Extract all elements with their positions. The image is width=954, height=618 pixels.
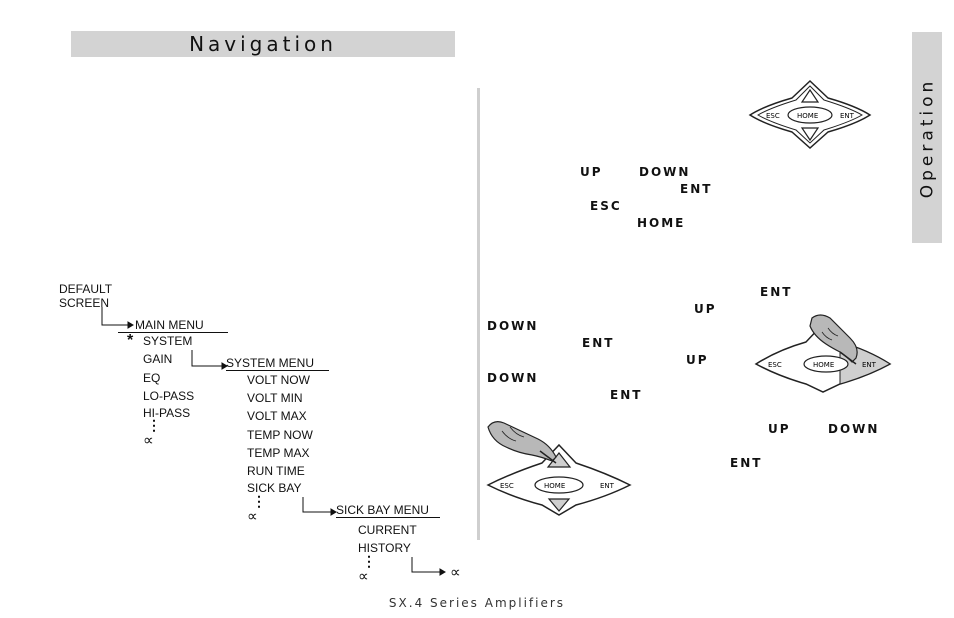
system-menu-infinity: ∝ bbox=[247, 508, 258, 525]
main-item-lo-pass: LO-PASS bbox=[143, 389, 195, 403]
main-item-gain: GAIN bbox=[143, 352, 173, 366]
keypad-diagram-ent: ESC HOME ENT bbox=[754, 314, 892, 393]
system-item-volt-now: VOLT NOW bbox=[247, 373, 310, 387]
page-footer: SX.4 Series Amplifiers bbox=[388, 596, 566, 610]
main-menu-infinity: ∝ bbox=[143, 432, 154, 449]
kw-down-1: DOWN bbox=[639, 165, 691, 179]
keypad-top-ent-label: ENT bbox=[840, 112, 855, 120]
keypad-ent-home-label: HOME bbox=[813, 361, 834, 369]
system-item-run-time: RUN TIME bbox=[247, 464, 305, 478]
system-menu-heading: SYSTEM MENU bbox=[226, 356, 329, 371]
system-item-sick-bay: SICK BAY bbox=[247, 481, 302, 495]
side-tab bbox=[912, 32, 942, 243]
kw-ent-2a: ENT bbox=[760, 285, 793, 299]
keypad-ent-ent-label: ENT bbox=[862, 361, 877, 369]
header-bar bbox=[71, 31, 455, 57]
kw-esc-1: ESC bbox=[590, 199, 622, 213]
sick-bay-menu-infinity: ∝ bbox=[358, 568, 369, 585]
sick-bay-item-history: HISTORY bbox=[358, 541, 411, 555]
main-menu-more: ⋮ bbox=[147, 417, 161, 433]
kw-down-3: DOWN bbox=[828, 422, 880, 436]
kw-up-3: UP bbox=[768, 422, 791, 436]
page-title: Navigation bbox=[189, 32, 337, 56]
column-divider bbox=[477, 88, 480, 540]
keypad-diagram-up: ESC HOME ENT bbox=[486, 421, 632, 516]
keypad-up-ent-label: ENT bbox=[600, 482, 615, 490]
current-selection-marker: * bbox=[127, 332, 134, 349]
kw-down-2b: DOWN bbox=[487, 371, 539, 385]
kw-up-1: UP bbox=[580, 165, 603, 179]
pointing-hand-icon bbox=[809, 314, 858, 365]
kw-down-2a: DOWN bbox=[487, 319, 539, 333]
pointing-hand-icon bbox=[487, 421, 557, 464]
main-item-hi-pass: HI-PASS bbox=[143, 406, 191, 420]
keypad-ent-esc-label: ESC bbox=[768, 361, 782, 369]
system-menu-more: ⋮ bbox=[252, 493, 266, 509]
system-item-volt-max: VOLT MAX bbox=[247, 409, 307, 423]
keypad-top-home-label: HOME bbox=[797, 112, 818, 120]
system-item-volt-min: VOLT MIN bbox=[247, 391, 303, 405]
system-item-temp-now: TEMP NOW bbox=[247, 428, 313, 442]
keypad-diagram-top: ESC HOME ENT bbox=[748, 79, 872, 150]
default-screen-label: DEFAULT SCREEN bbox=[59, 282, 113, 310]
sick-bay-menu-heading: SICK BAY MENU bbox=[336, 503, 440, 518]
keypad-top-esc-label: ESC bbox=[766, 112, 780, 120]
kw-ent-2b: ENT bbox=[582, 336, 615, 350]
kw-up-2b: UP bbox=[686, 353, 709, 367]
kw-ent-2c: ENT bbox=[610, 388, 643, 402]
main-menu-heading: MAIN MENU bbox=[118, 318, 228, 333]
keypad-up-esc-label: ESC bbox=[500, 482, 514, 490]
keypad-up-home-label: HOME bbox=[544, 482, 565, 490]
sick-bay-item-current: CURRENT bbox=[358, 523, 417, 537]
history-infinity: ∝ bbox=[450, 564, 461, 581]
kw-ent-1: ENT bbox=[680, 182, 713, 196]
kw-ent-3: ENT bbox=[730, 456, 763, 470]
system-item-temp-max: TEMP MAX bbox=[247, 446, 310, 460]
kw-up-2a: UP bbox=[694, 302, 717, 316]
main-item-eq: EQ bbox=[143, 371, 161, 385]
main-item-system: SYSTEM bbox=[143, 334, 193, 348]
kw-home-1: HOME bbox=[637, 216, 686, 230]
sick-bay-menu-more: ⋮ bbox=[362, 553, 376, 569]
